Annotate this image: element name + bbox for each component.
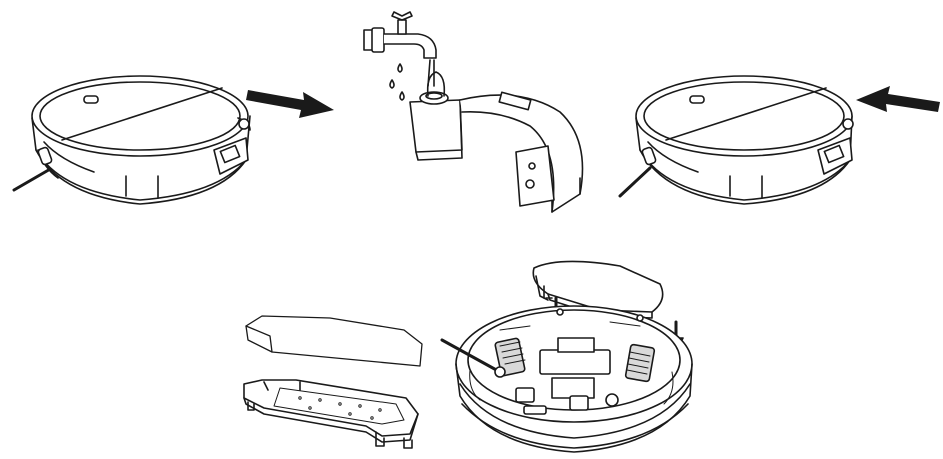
bracket-holes — [298, 396, 382, 420]
power-button-icon — [689, 95, 705, 104]
faucet-icon — [363, 11, 437, 59]
tank-filling — [363, 11, 584, 213]
water-drop — [399, 91, 405, 101]
robot-top-cover — [31, 75, 249, 157]
robot-top-cover — [635, 75, 853, 157]
tank-outlet — [515, 145, 555, 207]
insert-arrow — [856, 86, 940, 112]
side-brush — [440, 338, 502, 374]
robot-remove-tank — [12, 75, 251, 205]
mop-bracket-top — [532, 260, 664, 313]
side-brush — [618, 166, 652, 198]
mop-bracket — [243, 379, 419, 437]
water-tank — [409, 99, 463, 153]
mop-pad-attach — [243, 315, 423, 449]
right-wheel — [624, 343, 656, 383]
robot-underside-mount — [440, 260, 693, 453]
power-button-icon — [83, 95, 99, 104]
water-drop — [389, 79, 395, 89]
mop-cloth — [245, 315, 423, 367]
water-drop — [397, 63, 403, 73]
main-brush-slot — [539, 349, 611, 375]
robot-insert-tank — [618, 75, 854, 205]
side-brush — [12, 166, 54, 192]
remove-arrow — [246, 90, 334, 118]
